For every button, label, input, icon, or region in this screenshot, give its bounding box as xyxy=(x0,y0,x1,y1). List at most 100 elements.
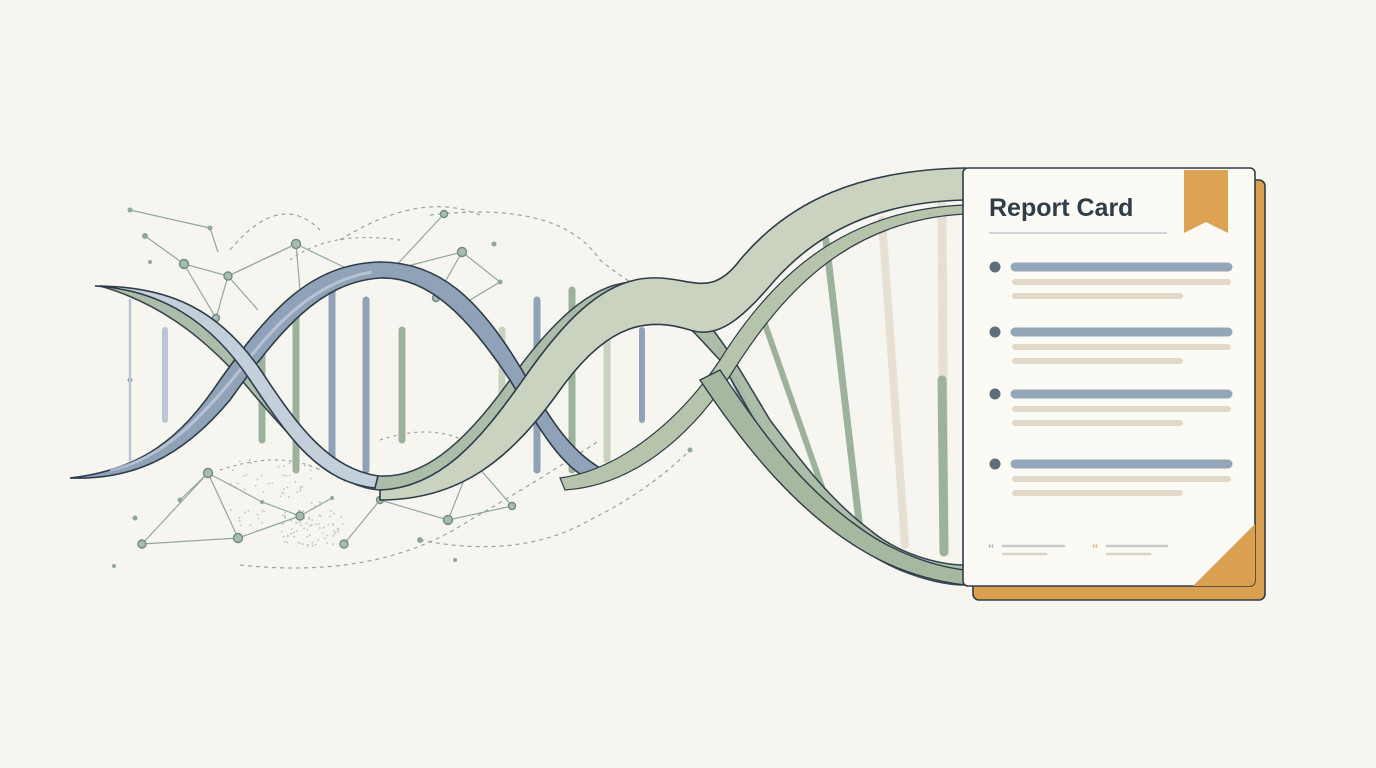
map-dot xyxy=(239,524,242,527)
map-dot xyxy=(299,521,301,523)
map-dot xyxy=(340,515,343,518)
base-pair-rung xyxy=(757,307,833,513)
map-dot xyxy=(286,486,289,489)
base-pair-rung xyxy=(937,375,949,557)
map-dot xyxy=(308,518,310,520)
bullet-row xyxy=(989,458,1233,496)
map-dot xyxy=(285,474,288,477)
map-dot xyxy=(332,524,335,526)
map-dot xyxy=(309,525,311,527)
map-dot xyxy=(315,523,317,526)
map-dot xyxy=(299,486,302,488)
map-dot xyxy=(311,541,314,544)
map-dot xyxy=(320,502,322,504)
map-dot xyxy=(292,531,295,534)
map-dot xyxy=(330,510,332,512)
map-dot xyxy=(309,469,312,472)
map-dot xyxy=(260,474,263,477)
bullet-dot-icon xyxy=(989,388,1001,400)
map-dot xyxy=(249,461,252,464)
folded-corner-icon xyxy=(1193,524,1255,586)
base-pair-rung xyxy=(878,216,909,549)
map-dot xyxy=(283,465,285,467)
map-dot xyxy=(295,521,298,524)
map-dot xyxy=(303,527,305,530)
map-dot xyxy=(311,519,314,521)
map-dot xyxy=(247,510,250,512)
map-dot xyxy=(294,480,297,483)
map-dot xyxy=(299,524,302,526)
map-dot xyxy=(245,473,248,476)
map-dot xyxy=(299,490,302,492)
bullet-row xyxy=(989,261,1233,299)
bookmark-ribbon-icon xyxy=(1184,170,1228,233)
map-dot xyxy=(299,517,302,520)
map-dot xyxy=(257,517,260,520)
map-dot xyxy=(283,488,285,490)
map-dot xyxy=(288,462,291,465)
map-dot xyxy=(306,529,309,531)
map-dot xyxy=(271,482,274,484)
map-dot xyxy=(318,523,320,525)
map-dot xyxy=(305,511,308,514)
map-dot-pattern xyxy=(229,459,346,547)
map-dot xyxy=(314,543,317,546)
map-dot xyxy=(313,505,316,507)
map-dot xyxy=(299,488,302,490)
map-dot xyxy=(341,523,344,525)
map-dot xyxy=(267,482,270,485)
map-dot xyxy=(230,509,232,511)
map-dot xyxy=(297,541,300,544)
map-dot xyxy=(309,534,311,537)
map-dot xyxy=(256,478,259,481)
map-dot xyxy=(308,464,310,466)
map-dot xyxy=(327,523,330,526)
map-dot xyxy=(243,488,246,491)
card-paper xyxy=(962,167,1256,587)
map-dot xyxy=(280,530,283,533)
map-dot xyxy=(281,514,284,517)
map-dot xyxy=(308,516,311,519)
map-dot xyxy=(307,544,309,547)
map-dot xyxy=(317,539,319,541)
map-dot xyxy=(310,524,313,527)
map-dot xyxy=(304,464,306,467)
map-dot xyxy=(248,459,251,461)
map-dot xyxy=(290,520,293,522)
map-dot xyxy=(249,524,252,526)
map-dot xyxy=(244,511,246,514)
map-dot xyxy=(282,474,285,477)
map-dot xyxy=(318,467,321,470)
map-dot xyxy=(229,482,232,485)
map-dot xyxy=(301,485,304,488)
map-dot xyxy=(284,511,286,514)
map-dot xyxy=(319,515,322,517)
map-dot xyxy=(293,513,296,516)
map-dot xyxy=(288,474,291,477)
map-dot xyxy=(336,531,339,533)
card-title: Report Card xyxy=(989,194,1133,222)
map-dot xyxy=(310,501,313,504)
base-pair-rung xyxy=(822,236,864,534)
map-dot xyxy=(303,517,306,519)
map-dot xyxy=(336,527,339,530)
map-dot xyxy=(256,513,259,516)
quote-icon: “ xyxy=(988,542,994,557)
map-dot xyxy=(334,531,337,534)
map-dot xyxy=(318,527,321,529)
map-dot xyxy=(283,540,286,543)
map-dot xyxy=(299,542,302,545)
map-dot xyxy=(282,535,285,538)
map-dot xyxy=(302,543,304,545)
map-dot xyxy=(332,543,335,545)
map-dot xyxy=(261,522,263,524)
bullet-row xyxy=(989,388,1233,426)
map-dot xyxy=(306,535,308,538)
map-dot xyxy=(296,491,299,494)
map-dot xyxy=(243,475,245,477)
map-dot xyxy=(311,507,314,510)
map-dot xyxy=(263,510,265,513)
map-dot xyxy=(326,534,329,537)
map-dot xyxy=(311,544,314,547)
map-dot xyxy=(324,537,326,540)
